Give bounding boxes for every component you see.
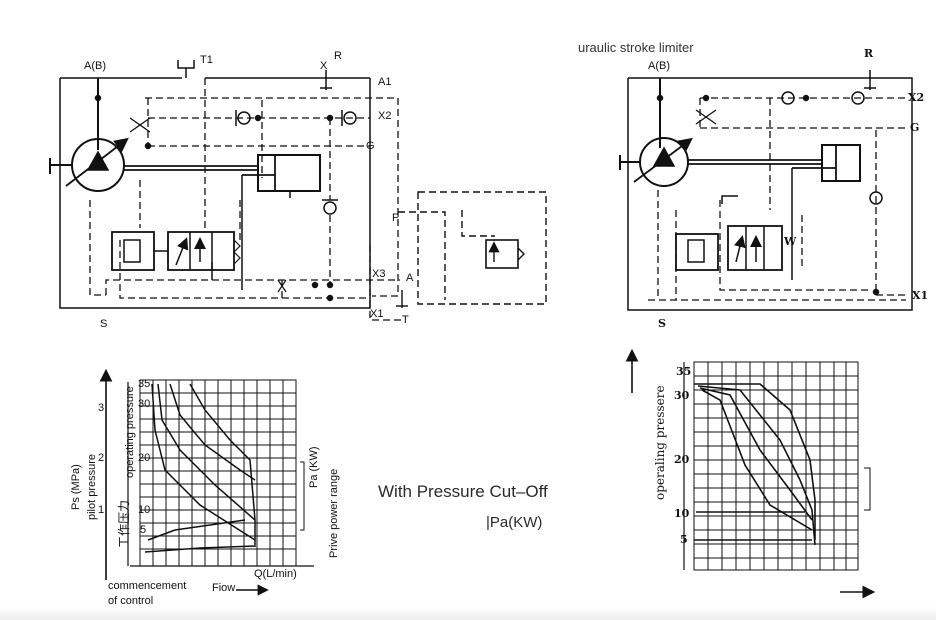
op-tick-30: 30	[138, 398, 151, 410]
label-t: T	[402, 314, 409, 326]
pilot-tick-3: 3	[98, 402, 105, 414]
prive-label: Prive power range	[328, 468, 340, 558]
right-op-tick-10: 10	[674, 507, 690, 520]
op-tick-20: 20	[138, 452, 151, 464]
label-r: R	[334, 50, 342, 62]
commencement-label: commencement	[108, 580, 187, 592]
label-x: X	[320, 60, 328, 72]
ps-label: Ps (MPa)	[70, 464, 82, 510]
right-label-w: W	[784, 235, 797, 248]
right-op-tick-30: 30	[674, 389, 690, 402]
control-label: of control	[108, 595, 154, 607]
label-s: S	[100, 318, 108, 330]
cutoff-caption: With Pressure Cut–Off	[378, 482, 548, 501]
right-hydraulic-circuit	[619, 70, 913, 311]
cjk-label: 工作压力	[117, 499, 131, 548]
right-op-tick-35: 35	[676, 365, 692, 378]
pilot-pressure-label: pilot pressure	[86, 453, 98, 520]
q-label: Q(L/min)	[254, 568, 297, 580]
flow-label: Fiow	[212, 582, 236, 594]
label-ab: A(B)	[84, 60, 106, 72]
pa-label: Pa (KW)	[308, 446, 320, 488]
pa-caption: |Pa(KW)	[486, 514, 543, 531]
right-op-label: operaling pressere	[653, 385, 667, 500]
left-chart	[99, 368, 314, 580]
operating-pressure-label: operating pressure	[124, 386, 136, 478]
label-a1: A1	[378, 76, 392, 88]
right-chart-curves	[694, 383, 816, 546]
label-p: P	[392, 212, 400, 224]
label-x1: X1	[370, 308, 384, 320]
right-op-tick-20: 20	[674, 453, 690, 466]
right-op-tick-5: 5	[680, 533, 688, 546]
right-chart	[625, 348, 876, 599]
top-cut-text: uraulic stroke limiter	[578, 40, 694, 55]
op-tick-10: 10	[138, 504, 151, 516]
label-a: A	[406, 272, 414, 284]
left-hydraulic-circuit	[49, 60, 405, 321]
label-g: G	[366, 140, 375, 152]
right-label-r: R	[864, 47, 874, 60]
op-tick-35: 35	[138, 378, 151, 390]
bottom-band	[0, 606, 936, 620]
op-tick-5: 5	[140, 524, 147, 536]
label-x3: X3	[372, 268, 386, 280]
right-label-x2: X2	[908, 91, 925, 104]
right-label-ab: A(B)	[648, 60, 670, 72]
label-t1: T1	[200, 54, 213, 66]
right-chart-grid	[693, 361, 859, 571]
aux-valve	[396, 191, 547, 308]
pilot-tick-2: 2	[98, 452, 105, 464]
right-label-g: G	[910, 121, 920, 134]
left-chart-grid	[139, 379, 297, 567]
right-label-x1: X1	[912, 289, 929, 302]
label-x2: X2	[378, 110, 392, 122]
left-chart-curves	[144, 383, 257, 553]
right-label-s: S	[658, 317, 666, 330]
pilot-tick-1: 1	[98, 504, 105, 516]
